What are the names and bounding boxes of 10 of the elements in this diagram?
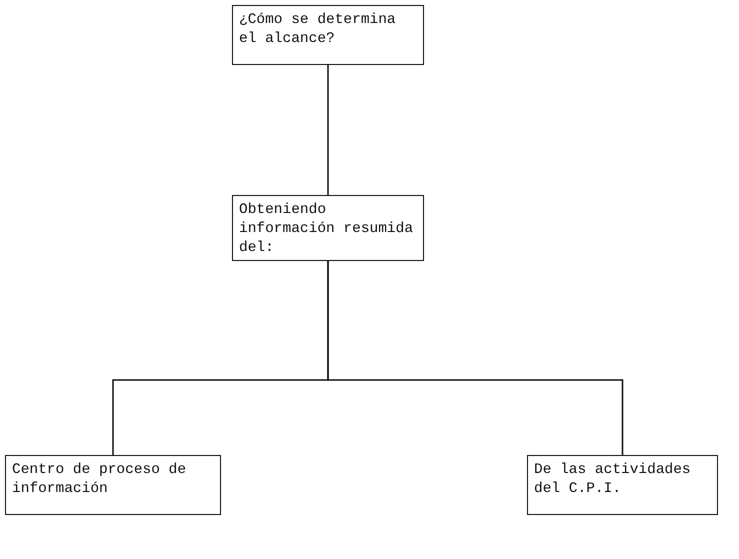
box-label: ¿Cómo se determina el alcance?: [239, 11, 397, 49]
box-label: De las actividades del C.P.I.: [534, 461, 692, 499]
connector-line: [327, 261, 624, 455]
box-label: Obteniendo información resumida del:: [239, 201, 414, 258]
process-box: [5, 455, 221, 515]
process-box: [232, 5, 424, 65]
box-label: Centro de proceso de información: [12, 461, 188, 499]
connector-line: [327, 65, 329, 195]
process-box: [527, 455, 718, 515]
process-box: [232, 195, 424, 261]
